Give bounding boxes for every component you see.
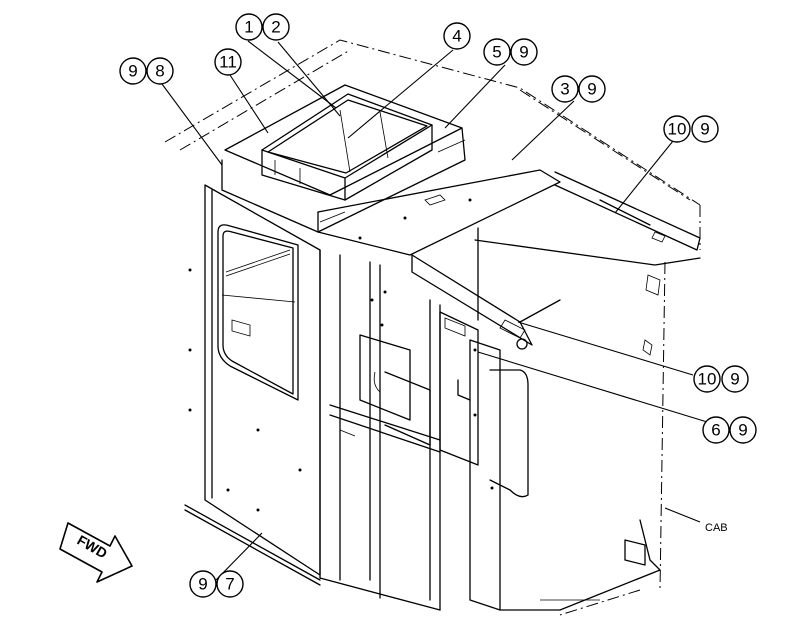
callout-1: 1	[235, 13, 263, 41]
callout-9-left-label: 9	[128, 62, 137, 81]
callout-9-7: 9 7	[189, 570, 244, 598]
callout-11-label: 11	[219, 53, 237, 72]
callout-10-9-upper: 10 9	[663, 115, 719, 143]
callout-10-upper-label: 10	[668, 120, 687, 139]
fwd-arrow-icon: FWD	[59, 522, 133, 583]
callout-9-8: 9 8	[119, 57, 174, 85]
callout-10-upper-qty: 9	[700, 120, 709, 139]
callout-10-lower-label: 10	[698, 370, 717, 389]
callout-6-qty: 9	[738, 421, 747, 440]
rear-beam	[554, 171, 701, 251]
callout-8-label: 8	[155, 62, 164, 81]
callout-3-label: 3	[560, 80, 569, 99]
right-rear-side	[474, 227, 701, 611]
roof-outline	[164, 39, 701, 616]
front-posts	[319, 249, 441, 611]
front-cross-beam	[411, 254, 561, 350]
callout-5-label: 5	[492, 43, 501, 62]
callout-10-9-lower: 10 9	[693, 365, 749, 393]
roof-plate	[221, 127, 561, 256]
callout-2-label: 2	[271, 18, 280, 37]
leader-lines	[161, 40, 718, 581]
callout-6-label: 6	[711, 421, 720, 440]
callout-1-label: 1	[244, 18, 253, 37]
callout-5-qty: 9	[519, 43, 528, 62]
callout-5-9: 5 9	[483, 38, 538, 66]
callout-10-lower-qty: 9	[730, 370, 739, 389]
callout-9-bottom-label: 9	[198, 575, 207, 594]
callout-3-9: 3 9	[551, 75, 606, 103]
callout-11: 11	[214, 48, 242, 76]
callout-7-label: 7	[225, 575, 234, 594]
door-panel	[439, 311, 529, 611]
callout-4: 4	[443, 22, 471, 50]
callout-6-9: 6 9	[702, 416, 757, 444]
callout-4-label: 4	[452, 27, 461, 46]
callout-2: 2	[262, 13, 290, 41]
cab-label: CAB	[705, 522, 728, 534]
left-cab-wall	[184, 184, 321, 586]
callout-3-qty: 9	[587, 80, 596, 99]
